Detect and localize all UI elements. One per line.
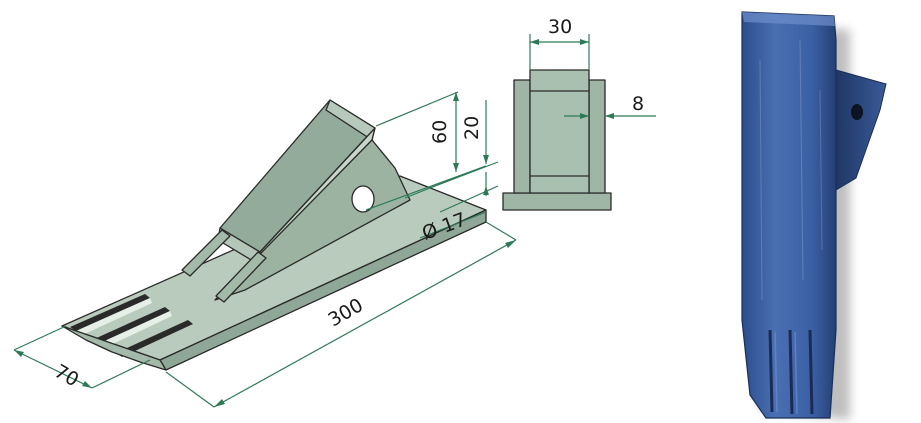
dim-70-label: 70 (51, 360, 83, 391)
slot-cutouts (70, 294, 193, 357)
dimension-labels-front: 30 8 (548, 16, 644, 115)
tine-grooves (768, 329, 814, 415)
dimension-lines-front (529, 34, 656, 119)
front-view (502, 69, 612, 211)
dim-8-label: 8 (632, 93, 644, 115)
dim-30-label: 30 (548, 16, 572, 38)
dim-60-label: 60 (429, 120, 451, 144)
mounting-hole (851, 104, 863, 120)
isometric-view (61, 99, 487, 371)
product-photo (741, 11, 887, 420)
dim-20-label: 20 (461, 116, 483, 140)
dimension-lines-iso (13, 91, 517, 408)
